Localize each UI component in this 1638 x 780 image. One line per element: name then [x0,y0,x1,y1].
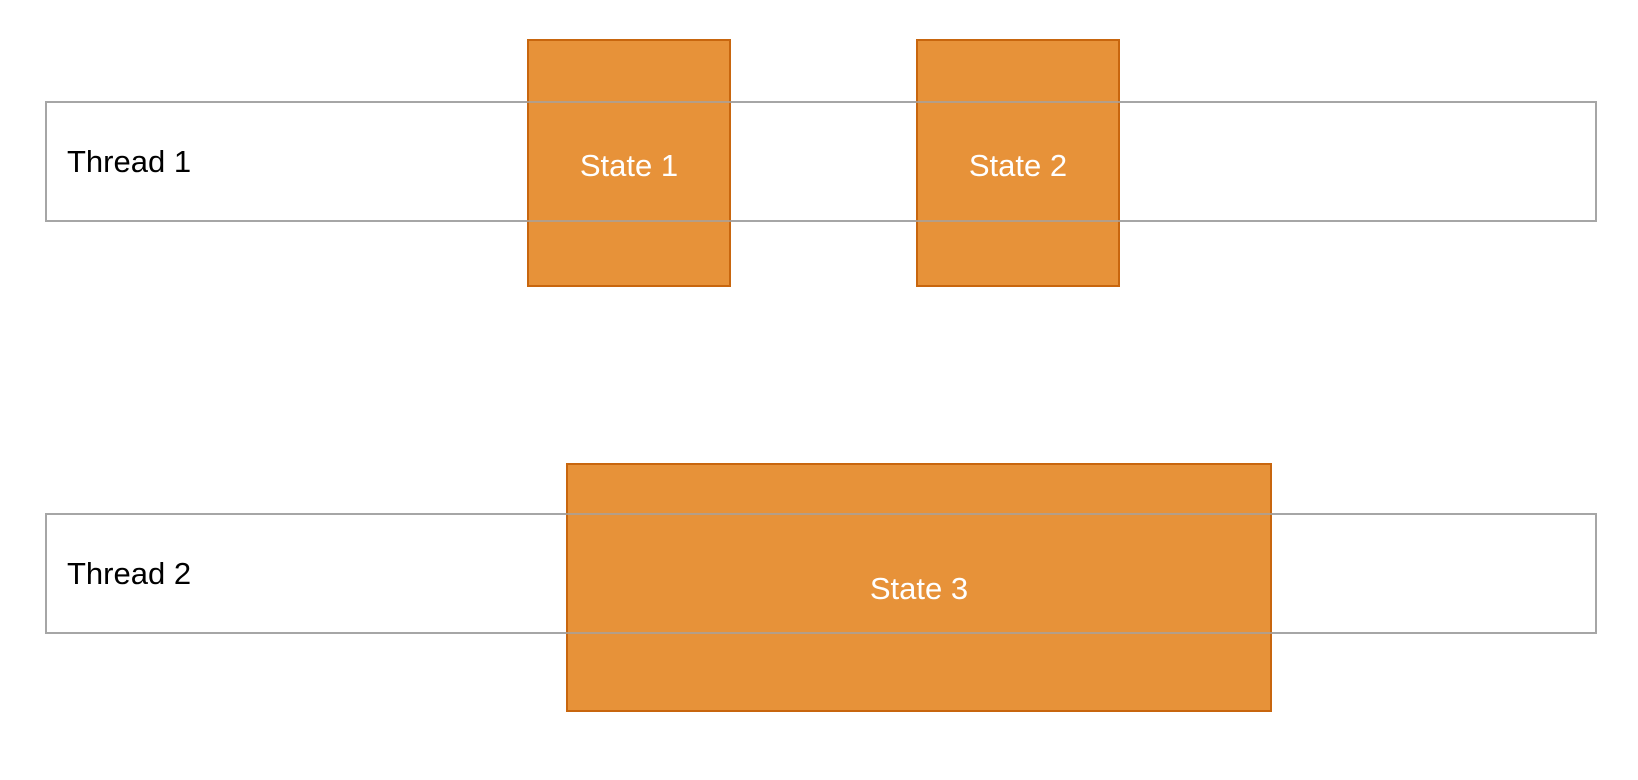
thread-2-label: Thread 2 [67,555,192,591]
state-1-box: State 1 [527,39,731,287]
state-2-box: State 2 [916,39,1120,287]
state-3-box: State 3 [566,463,1272,712]
thread-1-lane: Thread 1 [45,101,1597,222]
state-1-label: State 1 [579,148,679,183]
thread-1-label: Thread 1 [67,143,192,179]
state-3-label: State 3 [869,571,969,606]
state-2-label: State 2 [968,148,1068,183]
